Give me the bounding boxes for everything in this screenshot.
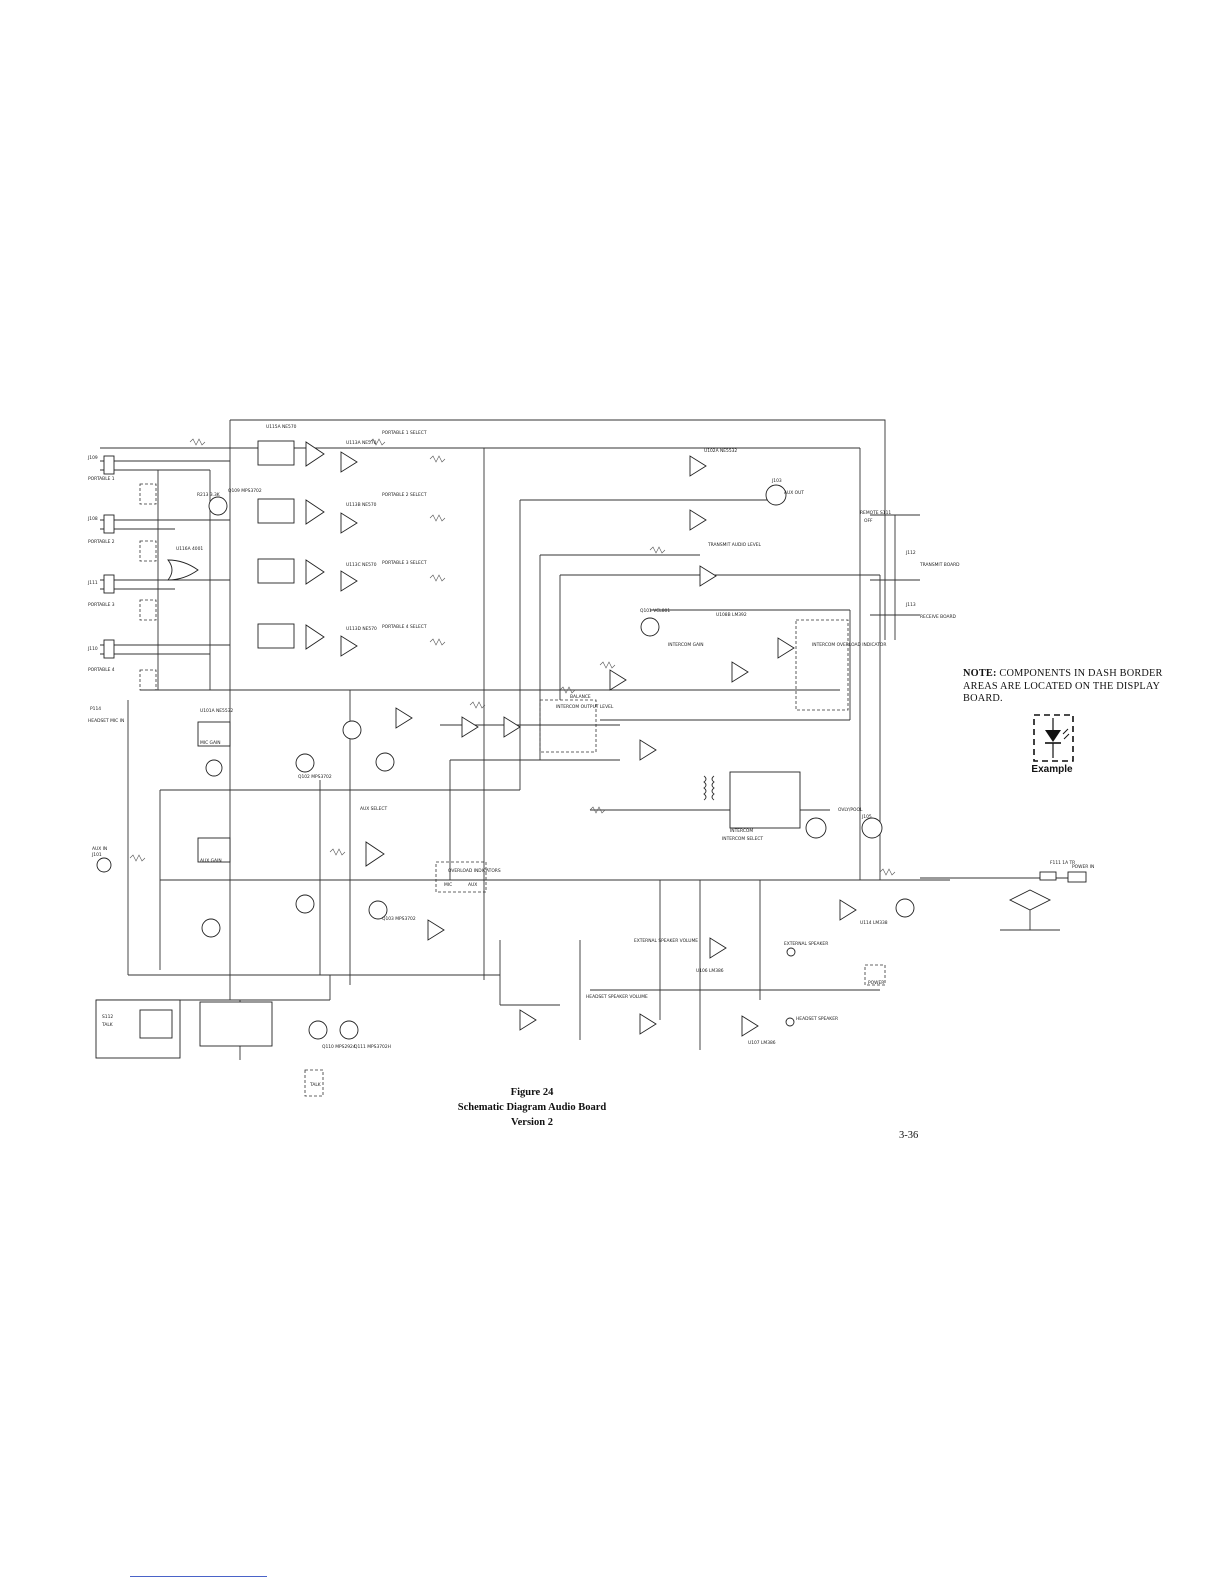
label-talk-led: TALK bbox=[309, 1082, 321, 1088]
label-j101: J101 bbox=[91, 852, 102, 858]
label-overload: OVERLOAD INDICATORS bbox=[448, 868, 501, 874]
example-dashed-box bbox=[1033, 714, 1074, 762]
page-number: 3-36 bbox=[899, 1130, 919, 1141]
example-label: Example bbox=[1031, 764, 1073, 775]
component-labels: J109 PORTABLE 1 J108 PORTABLE 2 J111 POR… bbox=[87, 424, 1094, 1088]
label-portable1-select: PORTABLE 1 SELECT bbox=[382, 430, 427, 436]
label-intercom-gain: INTERCOM GAIN bbox=[668, 642, 704, 648]
label-power: POWER bbox=[868, 980, 884, 986]
label-q103: Q103 MPS3702 bbox=[382, 916, 416, 922]
label-j109: J109 bbox=[87, 455, 98, 461]
intercom-transformer bbox=[703, 771, 801, 829]
label-j110: J110 bbox=[87, 646, 98, 652]
label-mic: MIC bbox=[444, 882, 452, 888]
label-aux: AUX bbox=[468, 882, 477, 888]
label-mic-gain: MIC GAIN bbox=[200, 740, 221, 746]
label-j108: J108 bbox=[87, 516, 98, 522]
label-u102a: U102A NE5532 bbox=[704, 448, 737, 454]
label-j112: J112 bbox=[905, 550, 916, 556]
label-portable2: PORTABLE 2 bbox=[88, 539, 115, 545]
label-j103: J103 bbox=[771, 478, 782, 484]
label-remote: REMOTE bbox=[860, 510, 879, 516]
label-intercom: INTERCOM bbox=[730, 828, 753, 834]
label-u107: U107 LM386 bbox=[748, 1040, 776, 1046]
label-intercom-select: INTERCOM SELECT bbox=[722, 836, 763, 842]
label-portable3: PORTABLE 3 bbox=[88, 602, 115, 608]
label-ext-speaker-volume: EXTERNAL SPEAKER VOLUME bbox=[634, 938, 698, 944]
note-text: COMPONENTS IN DASH BORDER AREAS ARE LOCA… bbox=[963, 668, 1163, 704]
label-u115a: U115A NE570 bbox=[266, 424, 297, 430]
figure-title: Schematic Diagram Audio Board bbox=[457, 1102, 607, 1113]
label-power-in: POWER IN bbox=[1072, 864, 1094, 870]
label-balance: BALANCE bbox=[570, 694, 591, 700]
label-u116a: U116A 4001 bbox=[176, 546, 203, 552]
display-board-note: NOTE: COMPONENTS IN DASH BORDER AREAS AR… bbox=[963, 668, 1163, 706]
output-connectors bbox=[765, 484, 883, 1027]
talk-switch-area bbox=[95, 999, 273, 1059]
label-portable4: PORTABLE 4 bbox=[88, 667, 115, 673]
label-p114: P114 bbox=[90, 706, 101, 712]
label-f111: F111 1A TR bbox=[1050, 860, 1075, 866]
label-u113b: U113B NE570 bbox=[346, 502, 377, 508]
label-j113: J113 bbox=[905, 602, 916, 608]
label-portable4-select: PORTABLE 4 SELECT bbox=[382, 624, 427, 630]
label-j111: J111 bbox=[87, 580, 98, 586]
bottom-link-underline bbox=[130, 1576, 267, 1577]
label-u101a: U101A NE5532 bbox=[200, 708, 233, 714]
label-transmit-audio: TRANSMIT AUDIO LEVEL bbox=[707, 542, 762, 548]
label-aux-select: AUX SELECT bbox=[360, 806, 387, 812]
label-u113d: U113D NE570 bbox=[346, 626, 377, 632]
label-u114: U114 LM338 bbox=[860, 920, 888, 926]
label-external-speaker: EXTERNAL SPEAKER bbox=[784, 941, 828, 947]
label-j105: J105 bbox=[861, 814, 872, 820]
label-r213: R213 3.3K bbox=[197, 492, 220, 498]
label-off: OFF bbox=[864, 518, 873, 524]
label-aux-gain: AUX GAIN bbox=[200, 858, 222, 864]
display-board-dashed-areas bbox=[139, 483, 886, 1097]
figure-version: Version 2 bbox=[511, 1117, 553, 1128]
opamps bbox=[167, 441, 857, 1037]
note-prefix: NOTE: bbox=[963, 668, 997, 679]
label-headset-speaker: HEADSET SPEAKER bbox=[796, 1016, 838, 1022]
label-portable2-select: PORTABLE 2 SELECT bbox=[382, 492, 427, 498]
label-q111: Q111 MPS3702H bbox=[354, 1044, 391, 1050]
label-ovly: OVLY/POOL bbox=[838, 807, 863, 813]
label-portable1: PORTABLE 1 bbox=[88, 476, 115, 482]
transistors bbox=[201, 496, 915, 1040]
label-intercom-overload: INTERCOM OVERLOAD INDICATOR bbox=[812, 642, 886, 648]
label-headset-mic: HEADSET MIC IN bbox=[88, 718, 124, 724]
label-q110: Q110 MPS2924 bbox=[322, 1044, 356, 1050]
compressor-blocks bbox=[197, 440, 295, 863]
label-aux-out: AUX OUT bbox=[784, 490, 804, 496]
label-s111: S111 bbox=[880, 510, 891, 516]
led-icon bbox=[1045, 730, 1061, 742]
label-u106: U106 LM386 bbox=[696, 968, 724, 974]
label-headset-speaker-volume: HEADSET SPEAKER VOLUME bbox=[586, 994, 648, 1000]
label-portable3-select: PORTABLE 3 SELECT bbox=[382, 560, 427, 566]
label-intercom-output: INTERCOM OUTPUT LEVEL bbox=[556, 704, 614, 710]
label-u113c: U113C NE570 bbox=[346, 562, 377, 568]
label-u113a: U113A NE570 bbox=[346, 440, 377, 446]
resistor-marks bbox=[129, 438, 896, 876]
label-aux-in: AUX IN bbox=[92, 846, 107, 852]
label-talk: TALK bbox=[101, 1022, 113, 1028]
label-s112: S112 bbox=[102, 1014, 113, 1020]
label-receive-board: RECEIVE BOARD bbox=[920, 614, 957, 620]
input-jacks bbox=[96, 455, 115, 873]
power-section bbox=[920, 871, 1087, 931]
label-q102: Q102 MPS3702 bbox=[298, 774, 332, 780]
label-transmit-board: TRANSMIT BOARD bbox=[919, 562, 960, 568]
figure-number: Figure 24 bbox=[510, 1087, 554, 1098]
label-q109: Q109 MPS3702 bbox=[228, 488, 262, 494]
label-q101: Q101 VCL801 bbox=[640, 608, 670, 614]
label-u108b: U108B LM392 bbox=[716, 612, 747, 618]
